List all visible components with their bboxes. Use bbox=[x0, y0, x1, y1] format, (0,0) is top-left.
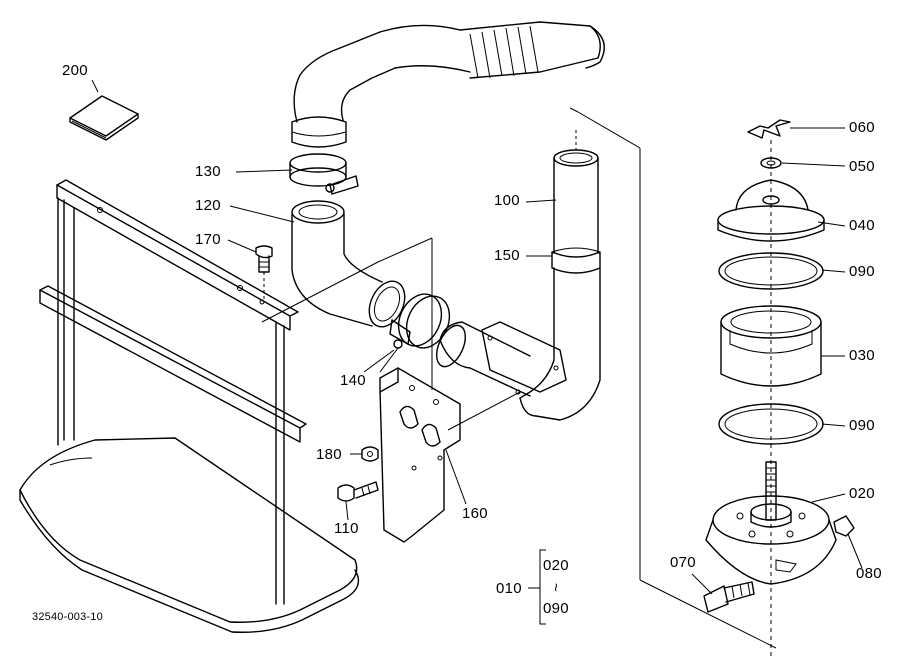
assembly-range-separator: ~ bbox=[547, 582, 565, 593]
callout-100: 100 bbox=[494, 192, 520, 209]
callout-090-lower: 090 bbox=[849, 417, 875, 434]
callout-130: 130 bbox=[195, 163, 221, 180]
assembly-range-from: 020 bbox=[543, 557, 569, 574]
callout-180: 180 bbox=[316, 446, 342, 463]
callout-090-upper: 090 bbox=[849, 263, 875, 280]
callout-060: 060 bbox=[849, 119, 875, 136]
callout-030: 030 bbox=[849, 347, 875, 364]
intake-connector-pipe bbox=[435, 321, 531, 397]
callout-020: 020 bbox=[849, 485, 875, 502]
hose-clamp-140 bbox=[379, 293, 451, 373]
elbow-pipe-120 bbox=[291, 200, 406, 328]
callout-040: 040 bbox=[849, 217, 875, 234]
callout-070: 070 bbox=[670, 554, 696, 571]
radiator-frame bbox=[19, 179, 360, 633]
intake-pipe-100 bbox=[481, 130, 601, 421]
callout-200: 200 bbox=[62, 62, 88, 79]
callout-110: 110 bbox=[334, 520, 359, 537]
leader-lines bbox=[227, 127, 863, 595]
upper-air-hose bbox=[291, 21, 605, 148]
figure-code: 32540-003-10 bbox=[32, 611, 103, 623]
callout-050: 050 bbox=[849, 158, 875, 175]
callout-120: 120 bbox=[195, 197, 221, 214]
assembly-number: 010 bbox=[496, 580, 522, 597]
callout-170: 170 bbox=[195, 231, 221, 248]
bolt-170 bbox=[255, 245, 273, 300]
mounting-bracket-160 bbox=[379, 367, 461, 543]
assembly-range-to: 090 bbox=[543, 600, 569, 617]
bolt-110 bbox=[337, 481, 379, 502]
air-cleaner-boundary bbox=[261, 107, 777, 649]
assembly-range-bracket bbox=[539, 549, 546, 625]
callout-150: 150 bbox=[494, 247, 520, 264]
air-cleaner-assembly bbox=[703, 119, 855, 660]
nut-180 bbox=[361, 446, 379, 462]
manual-booklet bbox=[69, 79, 139, 141]
callout-080: 080 bbox=[856, 565, 882, 582]
hose-clamp-130 bbox=[289, 153, 359, 195]
callout-160: 160 bbox=[462, 505, 488, 522]
callout-140: 140 bbox=[340, 372, 366, 389]
